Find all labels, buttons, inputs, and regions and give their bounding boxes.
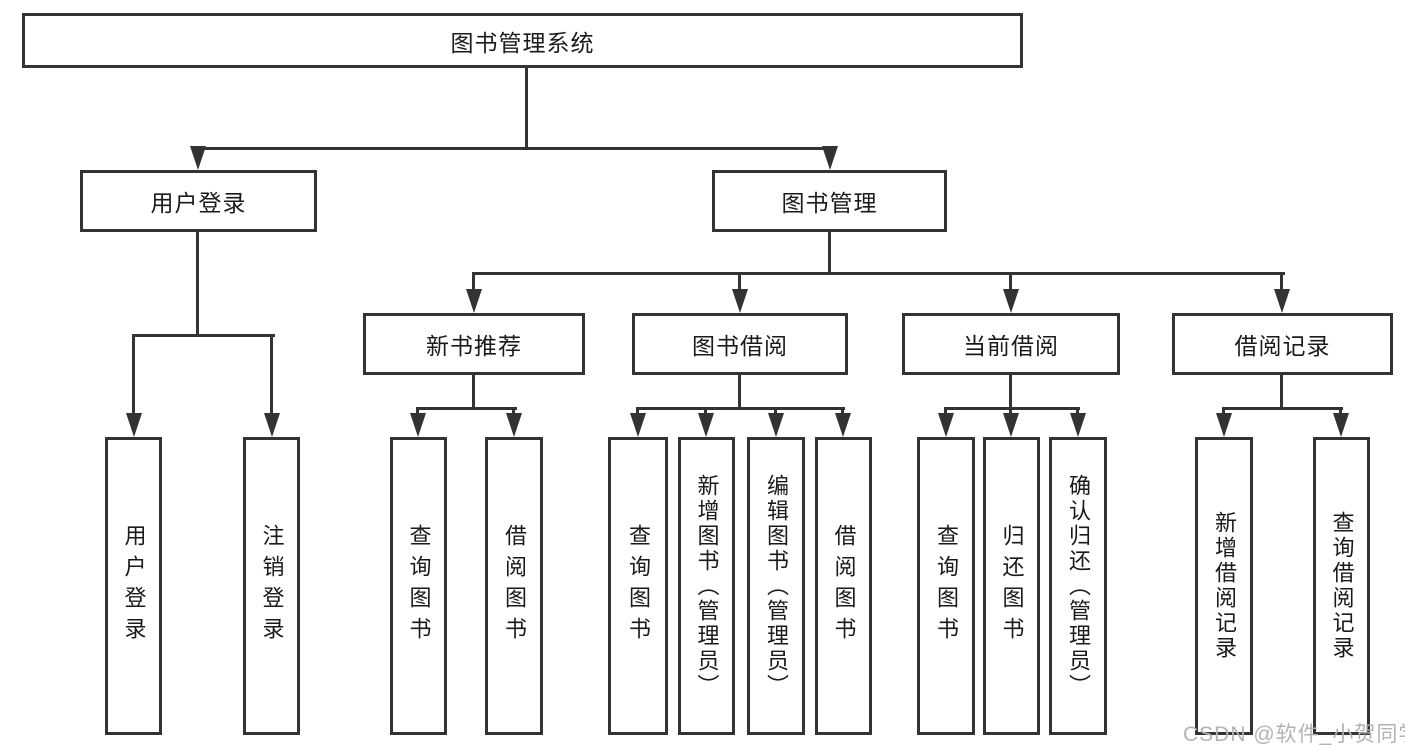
connector-drop-borrow-books <box>841 407 844 416</box>
arrow-to-book-borrowing <box>732 289 748 313</box>
leaf-borrow-books-label: 借阅图书 <box>831 524 857 648</box>
connector-drop-add-books <box>704 407 707 416</box>
connector-drop-query-current <box>944 407 947 416</box>
connector-drop-new-book-recommend <box>472 272 475 292</box>
connector-drop-query-borrowing <box>636 407 639 416</box>
node-current-borrowing: 当前借阅 <box>902 313 1120 375</box>
leaf-confirm-return-admin: 确认归还（管理员） <box>1049 437 1107 735</box>
arrow-to-edit-books <box>768 413 784 437</box>
csdn-watermark: CSDN @软件_小贺同学 <box>1183 723 1405 746</box>
connector-root-stem <box>525 68 528 147</box>
arrow-to-query-borrowing <box>630 413 646 437</box>
leaf-query-books-current: 查询图书 <box>917 437 975 735</box>
connector-drop-query-record <box>1339 407 1342 416</box>
node-borrow-records-label: 借阅记录 <box>1234 333 1331 359</box>
connector-drop-edit-books <box>774 407 777 416</box>
leaf-confirm-return-admin-label: 确认归还（管理员） <box>1066 473 1091 699</box>
leaf-query-books-current-label: 查询图书 <box>934 524 959 648</box>
leaf-borrow-books-recommend-label: 借阅图书 <box>502 524 527 648</box>
arrow-to-query-current <box>938 413 954 437</box>
connector-level2-split <box>196 147 833 150</box>
arrow-to-add-books <box>698 413 714 437</box>
leaf-query-books-recommend: 查询图书 <box>390 437 447 735</box>
connector-current-borrowing-stem <box>1009 375 1012 407</box>
connector-borrow-records-stem <box>1280 375 1283 407</box>
connector-user-login-stem <box>196 232 199 334</box>
leaf-query-borrow-record-label: 查询借阅记录 <box>1329 511 1355 661</box>
node-book-borrowing: 图书借阅 <box>632 313 848 375</box>
leaf-user-login: 用户登录 <box>105 437 162 735</box>
connector-new-book-recommend-stem <box>472 375 475 407</box>
connector-current-borrowing-split <box>944 407 1080 410</box>
leaf-add-borrow-record-label: 新增借阅记录 <box>1212 511 1237 661</box>
connector-user-login-split <box>132 334 275 337</box>
leaf-return-books: 归还图书 <box>983 437 1040 735</box>
node-user-login-label: 用户登录 <box>150 190 247 216</box>
leaf-query-books-borrowing: 查询图书 <box>608 437 668 735</box>
arrow-to-book-management <box>822 146 838 170</box>
node-borrow-records: 借阅记录 <box>1172 313 1393 375</box>
leaf-query-books-recommend-label: 查询图书 <box>406 524 432 648</box>
node-book-borrowing-label: 图书借阅 <box>692 333 788 359</box>
arrow-to-leaf-user-login <box>126 413 142 437</box>
connector-drop-return-books <box>1009 407 1012 416</box>
node-book-management: 图书管理 <box>712 170 947 232</box>
leaf-add-borrow-record: 新增借阅记录 <box>1195 437 1253 735</box>
connector-drop-query-recommend <box>416 407 419 416</box>
connector-drop-confirm-return <box>1076 407 1079 416</box>
leaf-borrow-books: 借阅图书 <box>815 437 872 735</box>
connector-borrow-records-split <box>1222 407 1343 410</box>
leaf-edit-books-admin-label: 编辑图书（管理员） <box>764 473 789 699</box>
leaf-logout: 注销登录 <box>243 437 300 735</box>
arrow-to-current-borrowing <box>1003 289 1019 313</box>
connector-drop-leaf-user-login <box>132 334 135 414</box>
leaf-edit-books-admin: 编辑图书（管理员） <box>747 437 805 735</box>
node-root: 图书管理系统 <box>22 13 1023 68</box>
leaf-logout-label: 注销登录 <box>259 524 285 648</box>
leaf-add-books-admin: 新增图书（管理员） <box>678 437 735 735</box>
arrow-to-borrow-books <box>835 413 851 437</box>
connector-book-management-stem <box>828 232 831 272</box>
connector-drop-add-record <box>1222 407 1225 416</box>
node-book-management-label: 图书管理 <box>781 190 878 216</box>
node-user-login: 用户登录 <box>80 170 317 232</box>
leaf-return-books-label: 归还图书 <box>999 524 1025 648</box>
connector-drop-leaf-logout <box>270 334 273 414</box>
arrow-to-confirm-return <box>1070 413 1086 437</box>
node-new-book-recommend: 新书推荐 <box>363 313 585 375</box>
leaf-user-login-label: 用户登录 <box>121 524 147 648</box>
connector-drop-current-borrowing <box>1009 272 1012 292</box>
node-new-book-recommend-label: 新书推荐 <box>426 333 522 359</box>
connector-book-borrowing-stem <box>738 375 741 407</box>
connector-drop-book-borrowing <box>738 272 741 292</box>
leaf-query-borrow-record: 查询借阅记录 <box>1313 437 1370 735</box>
arrow-to-add-record <box>1216 413 1232 437</box>
node-root-label: 图书管理系统 <box>450 29 595 56</box>
connector-drop-borrow-recommend <box>512 407 515 416</box>
arrow-to-new-book-recommend <box>466 289 482 313</box>
leaf-add-books-admin-label: 新增图书（管理员） <box>694 473 720 699</box>
arrow-to-query-recommend <box>410 413 426 437</box>
leaf-borrow-books-recommend: 借阅图书 <box>485 437 543 735</box>
connector-new-book-recommend-split <box>416 407 517 410</box>
arrow-to-borrow-recommend <box>506 413 522 437</box>
arrow-to-leaf-logout <box>264 413 280 437</box>
arrow-to-borrow-records <box>1274 289 1290 313</box>
arrow-to-query-record <box>1333 413 1349 437</box>
connector-drop-borrow-records <box>1280 272 1283 292</box>
arrow-to-user-login <box>190 146 206 170</box>
leaf-query-books-borrowing-label: 查询图书 <box>626 524 651 648</box>
arrow-to-return-books <box>1003 413 1019 437</box>
connector-book-borrowing-split <box>636 407 845 410</box>
connector-level3-split <box>472 272 1285 275</box>
node-current-borrowing-label: 当前借阅 <box>963 333 1059 359</box>
